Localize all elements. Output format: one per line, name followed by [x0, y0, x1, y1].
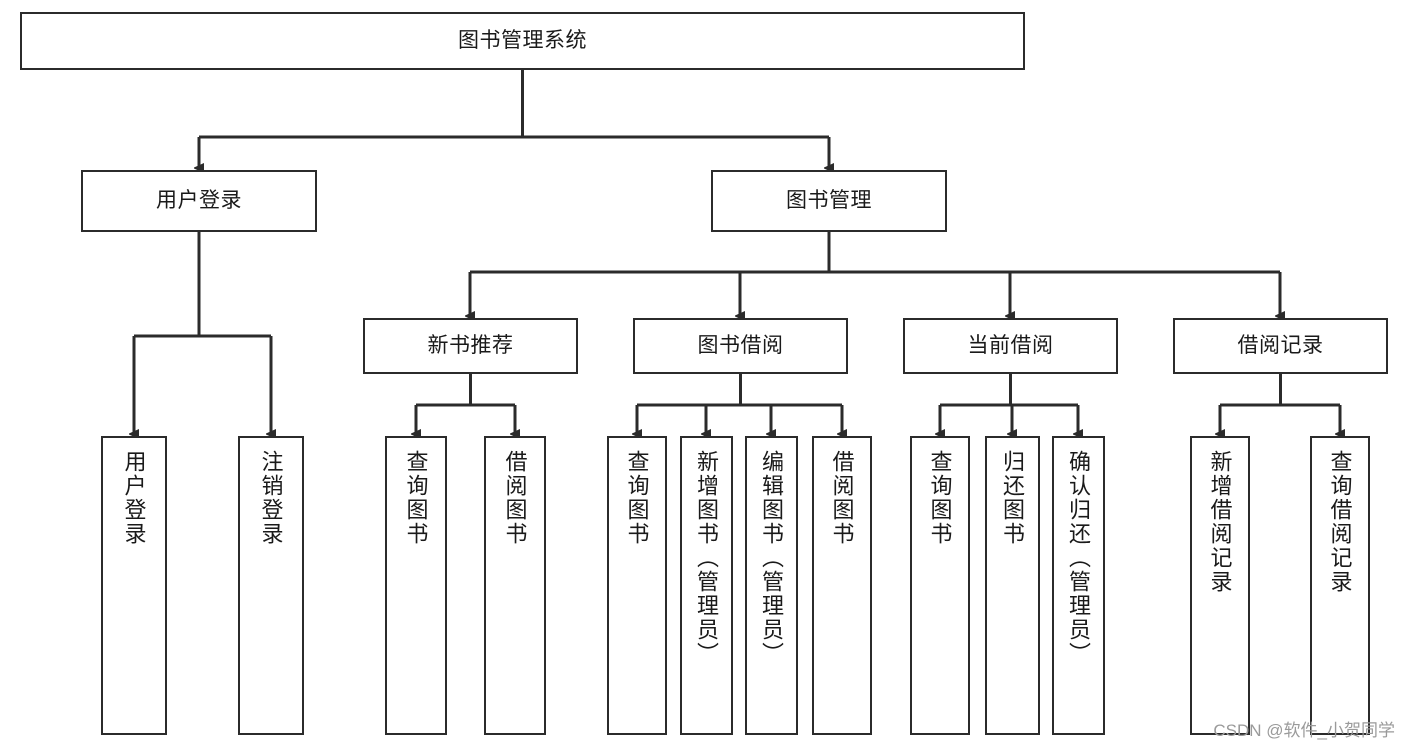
node-label: 新增图书（管理员） [694, 450, 720, 666]
node-borrow-record[interactable]: 借阅记录 [1173, 318, 1388, 374]
node-leaf-borrow-book-1[interactable]: 借阅图书 [484, 436, 546, 735]
node-leaf-query-book-1[interactable]: 查询图书 [385, 436, 447, 735]
node-label: 图书借阅 [697, 333, 784, 357]
node-label: 借阅记录 [1237, 333, 1324, 357]
node-user-login[interactable]: 用户登录 [81, 170, 317, 232]
node-label: 新增借阅记录 [1207, 450, 1233, 594]
node-label: 图书管理系统 [458, 28, 587, 52]
node-leaf-confirm-return[interactable]: 确认归还（管理员） [1052, 436, 1105, 735]
node-leaf-edit-book[interactable]: 编辑图书（管理员） [745, 436, 798, 735]
node-leaf-return-book[interactable]: 归还图书 [985, 436, 1040, 735]
node-current-borrow[interactable]: 当前借阅 [903, 318, 1118, 374]
node-label: 查询借阅记录 [1327, 450, 1353, 594]
node-leaf-borrow-book-2[interactable]: 借阅图书 [812, 436, 872, 735]
node-label: 查询图书 [927, 450, 953, 546]
node-label: 借阅图书 [829, 450, 855, 546]
node-label: 注销登录 [258, 450, 284, 546]
node-leaf-query-book-2[interactable]: 查询图书 [607, 436, 667, 735]
node-root[interactable]: 图书管理系统 [20, 12, 1025, 70]
node-label: 新书推荐 [427, 333, 514, 357]
node-label: 查询图书 [403, 450, 429, 546]
node-label: 当前借阅 [967, 333, 1054, 357]
node-leaf-user-login[interactable]: 用户登录 [101, 436, 167, 735]
node-book-borrow[interactable]: 图书借阅 [633, 318, 848, 374]
node-leaf-logout[interactable]: 注销登录 [238, 436, 304, 735]
node-label: 确认归还（管理员） [1066, 450, 1092, 666]
node-leaf-add-book[interactable]: 新增图书（管理员） [680, 436, 733, 735]
node-label: 图书管理 [786, 188, 872, 212]
node-label: 编辑图书（管理员） [759, 450, 785, 666]
node-leaf-add-record[interactable]: 新增借阅记录 [1190, 436, 1250, 735]
node-book-management[interactable]: 图书管理 [711, 170, 947, 232]
node-label: 归还图书 [1000, 450, 1026, 546]
csdn-watermark: CSDN @软件_小贺同学 [1213, 721, 1395, 740]
node-leaf-query-book-3[interactable]: 查询图书 [910, 436, 970, 735]
node-label: 用户登录 [121, 450, 147, 546]
node-new-book-recommend[interactable]: 新书推荐 [363, 318, 578, 374]
node-label: 用户登录 [156, 188, 242, 212]
node-label: 查询图书 [624, 450, 650, 546]
node-label: 借阅图书 [502, 450, 528, 546]
node-leaf-query-record[interactable]: 查询借阅记录 [1310, 436, 1370, 735]
